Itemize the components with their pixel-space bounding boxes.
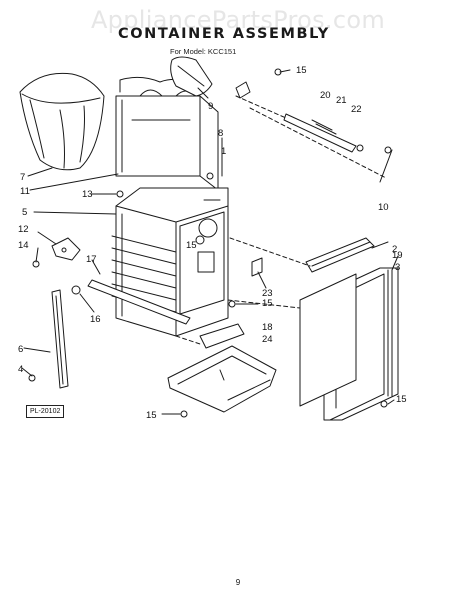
callout-21: 21 — [336, 95, 347, 106]
callout-13: 13 — [82, 189, 93, 200]
callout-labels: 15 9 8 1 20 21 22 7 11 13 5 15 10 2 3 12… — [18, 65, 407, 421]
callout-15-frame: 15 — [186, 240, 197, 251]
page-number: 9 — [235, 578, 241, 587]
drawer-track-drawing — [71, 279, 191, 325]
callout-23: 23 — [262, 288, 273, 299]
bottom-slide-drawing — [167, 323, 277, 413]
callout-11: 11 — [20, 186, 30, 197]
screw-15-door-drawing — [380, 400, 388, 408]
assembly-guides — [175, 95, 387, 345]
callout-8: 8 — [218, 128, 223, 139]
diagram-title: CONTAINER ASSEMBLY — [118, 26, 330, 42]
trash-bag-drawing — [19, 72, 105, 171]
container-frame-drawing — [111, 187, 229, 337]
container-cover-drawing — [170, 56, 213, 97]
screw-13-drawing — [116, 190, 124, 198]
clip-drawing — [251, 257, 263, 277]
container-liner-drawing — [115, 76, 219, 191]
callout-17: 17 — [86, 254, 97, 265]
callout-19: 19 — [392, 250, 403, 261]
callout-2: 2 — [392, 244, 397, 255]
callout-12: 12 — [18, 224, 29, 235]
side-rail-drawing — [51, 289, 69, 389]
door-handle-drawing — [305, 237, 375, 273]
callout-18: 18 — [262, 322, 273, 333]
callout-3: 3 — [395, 262, 400, 273]
screw-15-mid-drawing — [228, 300, 236, 308]
model-subtitle: For Model: KCC151 — [170, 47, 237, 56]
screw-15-right-drawing — [384, 146, 392, 154]
callout-7: 7 — [20, 172, 25, 183]
door-panel-drawing — [299, 273, 357, 407]
watermark: AppliancePartsPros.com — [90, 6, 386, 34]
callout-15-bottom: 15 — [146, 410, 157, 421]
leader-lines — [21, 69, 399, 415]
callout-10: 10 — [378, 202, 389, 213]
callout-6: 6 — [18, 344, 23, 355]
callout-24: 24 — [262, 334, 273, 345]
pin-1-drawing — [206, 172, 214, 180]
callout-4: 4 — [18, 364, 23, 375]
plate-reference: PL-20102 — [26, 405, 65, 418]
callout-20: 20 — [320, 90, 331, 101]
bracket-drawing — [51, 237, 81, 261]
screw-4-drawing — [28, 374, 36, 382]
hinge-rail-drawing — [235, 81, 364, 153]
callout-14: 14 — [18, 240, 29, 251]
screw-15-bottom-drawing — [180, 410, 188, 418]
callout-9: 9 — [208, 101, 213, 112]
callout-5: 5 — [22, 207, 27, 218]
callout-22: 22 — [351, 104, 362, 115]
callout-1: 1 — [221, 146, 226, 157]
callout-15-door: 15 — [396, 394, 407, 405]
callout-16: 16 — [90, 314, 101, 325]
callout-15-slide: 15 — [262, 298, 273, 309]
callout-15-top: 15 — [296, 65, 307, 76]
